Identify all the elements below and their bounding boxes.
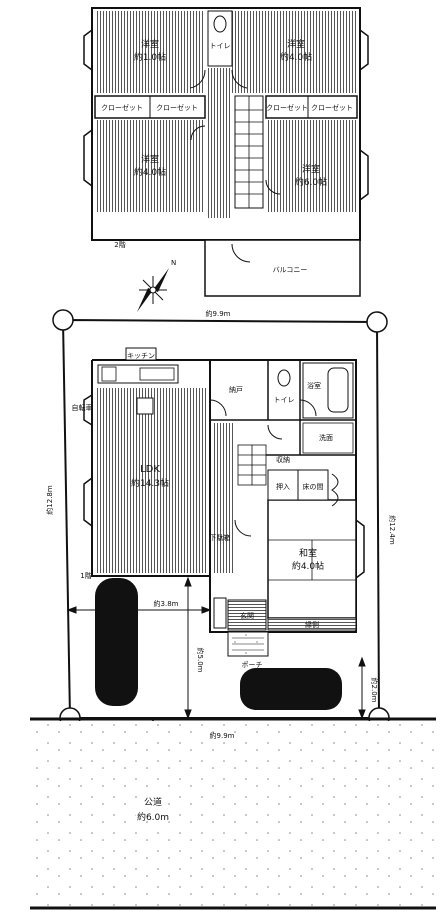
room-ldk — [95, 388, 207, 573]
floor2-plan: 洋室 約1.0帖 トイレ 洋室 約4.0帖 クローゼット クローゼット クローゼ… — [83, 7, 369, 297]
label-bike: 自転車 — [72, 403, 93, 412]
toilet-icon-1f — [277, 369, 291, 387]
label-yoshitsu-se: 洋室 — [302, 163, 320, 175]
label-closet-e1: クローゼット — [266, 103, 308, 112]
dim-site-top: 約9.9m — [206, 309, 231, 318]
label-closet-e2: クローゼット — [311, 103, 353, 112]
label-closet-1f: 納戸 — [229, 385, 243, 394]
label-yoshitsu-se-size: 約6.0帖 — [295, 176, 327, 188]
toilet-icon — [213, 15, 227, 33]
boundary-marker-ne — [366, 311, 388, 333]
room-yoshitsu-nw — [95, 11, 205, 93]
stove-icon — [101, 366, 117, 382]
dim-site-right: 約12.4m — [388, 515, 397, 545]
road — [30, 721, 436, 907]
label-toilet-2f: トイレ — [210, 42, 231, 50]
label-tokonoma: 床の間 — [303, 482, 324, 491]
label-storage: 収納 — [276, 455, 290, 464]
label-yoshitsu-nw: 洋室 — [141, 38, 159, 50]
label-oshiire: 押入 — [276, 482, 290, 491]
hallway-1f — [213, 423, 235, 573]
car-icon-right — [240, 668, 342, 710]
label-yoshitsu-ne-size: 約4.0帖 — [280, 51, 312, 63]
engawa — [267, 617, 357, 631]
room-entrance — [227, 599, 267, 631]
label-toilet-1f: トイレ — [274, 396, 295, 404]
label-closet-w1: クローゼット — [101, 103, 143, 112]
dim-site-bottom: 約9.9m — [210, 731, 235, 740]
label-ldk-size: 約14.3帖 — [131, 477, 169, 489]
dim-site-left: 約12.8m — [45, 485, 54, 515]
label-yoshitsu-sw-size: 約4.0帖 — [134, 166, 166, 178]
label-yoshitsu-sw: 洋室 — [141, 153, 159, 165]
label-bath: 浴室 — [307, 381, 321, 390]
road-width: 約6.0m — [137, 811, 169, 823]
label-yoshitsu-nw-size: 約1.0帖 — [134, 51, 166, 63]
room-yoshitsu-se — [266, 120, 357, 212]
hallway-2f — [208, 68, 230, 218]
label-entrance: 玄関 — [240, 611, 254, 620]
stairs-2f — [234, 95, 264, 209]
room-washroom — [302, 422, 354, 454]
fridge-icon — [136, 397, 154, 415]
room-yoshitsu-ne — [232, 11, 357, 93]
floor1-plan: LDK 約14.3帖 キッチン 納戸 トイレ 浴室 洗面 収納 押入 床の間 和… — [72, 347, 365, 669]
balcony — [204, 239, 361, 297]
boundary-marker-nw — [52, 309, 74, 331]
label-shoes: 下駄箱 — [210, 533, 231, 542]
label-washitsu-size: 約4.0帖 — [292, 560, 324, 572]
dim-right-depth: 約2.0m — [370, 678, 379, 703]
dim-parking-depth: 約5.0m — [196, 648, 205, 673]
room-yoshitsu-sw — [95, 120, 205, 212]
label-balcony: バルコニー — [273, 266, 308, 274]
label-washroom: 洗面 — [319, 433, 333, 442]
label-floor2: 2階 — [114, 240, 125, 249]
label-engawa: 縁側 — [305, 620, 319, 629]
dim-parking-width: 約3.8m — [154, 599, 179, 608]
compass-icon — [137, 268, 169, 312]
compass-north-label: N — [171, 259, 176, 267]
label-closet-w2: クローゼット — [156, 103, 198, 112]
label-floor1: 1階 — [80, 571, 91, 580]
label-washitsu: 和室 — [299, 547, 317, 559]
label-kitchen: キッチン — [127, 352, 155, 360]
label-yoshitsu-ne: 洋室 — [287, 38, 305, 50]
road-name: 公道 — [144, 796, 162, 808]
stairs-1f — [237, 444, 267, 486]
label-porch: ポーチ — [242, 661, 263, 669]
label-ldk: LDK — [140, 464, 160, 475]
car-icon-left — [95, 578, 138, 706]
